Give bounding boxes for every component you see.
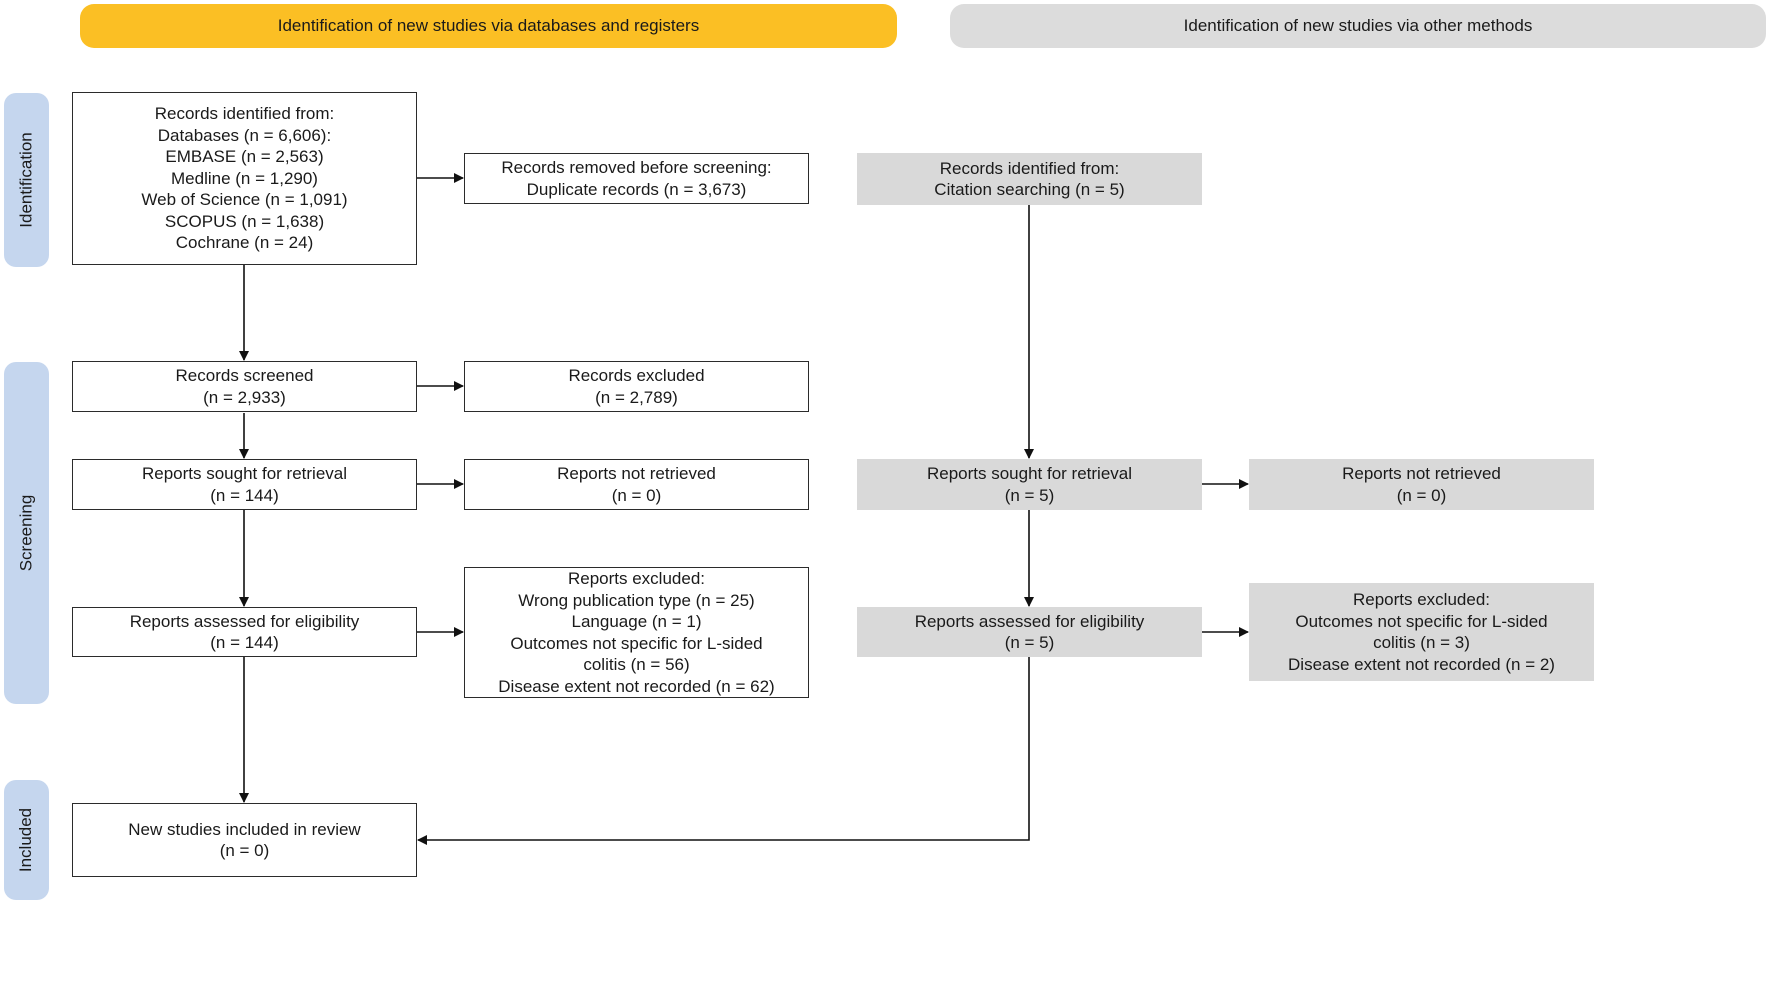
db-records-identified-line: Medline (n = 1,290) xyxy=(171,168,318,188)
db-reports-excluded-line: Language (n = 1) xyxy=(571,612,702,631)
phase-screening: Screening xyxy=(4,362,49,704)
db-records-identified-box: Records identified from: Databases (n = … xyxy=(72,92,417,265)
other-reports-excluded-box: Reports excluded: Outcomes not specific … xyxy=(1249,583,1594,681)
db-reports-not-retrieved-title: Reports not retrieved xyxy=(557,464,716,483)
db-reports-excluded-line: colitis (n = 56) xyxy=(583,655,690,674)
other-reports-not-retrieved-line: (n = 0) xyxy=(1396,485,1447,505)
other-reports-excluded-title: Reports excluded: xyxy=(1352,590,1491,609)
db-studies-included-line: (n = 0) xyxy=(219,841,270,860)
other-reports-not-retrieved-title: Reports not retrieved xyxy=(1342,464,1501,483)
db-reports-assessed-box: Reports assessed for eligibility (n = 14… xyxy=(72,607,417,657)
db-records-identified-line: EMBASE (n = 2,563) xyxy=(165,147,324,167)
db-reports-sought-title: Reports sought for retrieval xyxy=(141,464,348,483)
db-reports-sought-line: (n = 144) xyxy=(210,485,279,505)
db-records-identified-title: Records identified from: xyxy=(154,104,335,124)
other-reports-not-retrieved-box: Reports not retrieved (n = 0) xyxy=(1249,459,1594,510)
other-records-identified-box: Records identified from: Citation search… xyxy=(857,153,1202,205)
db-records-removed-title: Records removed before screening: xyxy=(501,158,772,177)
db-reports-excluded-line: Disease extent not recorded (n = 62) xyxy=(498,676,775,696)
db-reports-excluded-title: Reports excluded: xyxy=(567,569,706,588)
db-reports-not-retrieved-box: Reports not retrieved (n = 0) xyxy=(464,459,809,510)
db-records-screened-line: (n = 2,933) xyxy=(203,387,286,407)
db-records-identified-line: SCOPUS (n = 1,638) xyxy=(164,211,325,231)
header-other-label: Identification of new studies via other … xyxy=(1183,16,1533,35)
arrow-other-assessed-to-included xyxy=(417,656,1030,845)
phase-included: Included xyxy=(4,780,49,900)
other-reports-assessed-box: Reports assessed for eligibility (n = 5) xyxy=(857,607,1202,657)
db-reports-excluded-line: Wrong publication type (n = 25) xyxy=(518,590,755,610)
header-databases-label: Identification of new studies via databa… xyxy=(277,16,700,35)
db-records-screened-box: Records screened (n = 2,933) xyxy=(72,361,417,412)
db-records-screened-title: Records screened xyxy=(175,366,314,385)
other-reports-assessed-title: Reports assessed for eligibility xyxy=(914,611,1145,631)
db-records-removed-line: Duplicate records (n = 3,673) xyxy=(526,179,747,199)
db-records-excluded-title: Records excluded xyxy=(568,366,705,385)
db-reports-excluded-line: Outcomes not specific for L-sided xyxy=(510,633,763,653)
db-reports-sought-box: Reports sought for retrieval (n = 144) xyxy=(72,459,417,510)
other-reports-assessed-line: (n = 5) xyxy=(1004,633,1055,652)
other-reports-excluded-line: Outcomes not specific for L-sided xyxy=(1295,611,1548,631)
db-records-excluded-line: (n = 2,789) xyxy=(595,387,678,407)
db-reports-assessed-line: (n = 144) xyxy=(210,633,279,652)
db-studies-included-box: New studies included in review (n = 0) xyxy=(72,803,417,877)
header-other-methods: Identification of new studies via other … xyxy=(950,4,1766,48)
db-reports-excluded-box: Reports excluded: Wrong publication type… xyxy=(464,567,809,698)
other-records-identified-title: Records identified from: xyxy=(939,158,1120,178)
other-reports-sought-title: Reports sought for retrieval xyxy=(926,464,1133,483)
db-records-excluded-box: Records excluded (n = 2,789) xyxy=(464,361,809,412)
db-reports-not-retrieved-line: (n = 0) xyxy=(611,485,662,505)
other-records-identified-line: Citation searching (n = 5) xyxy=(934,180,1125,199)
db-records-identified-line: Cochrane (n = 24) xyxy=(175,233,314,253)
db-records-removed-box: Records removed before screening: Duplic… xyxy=(464,153,809,204)
other-reports-sought-line: (n = 5) xyxy=(1004,485,1055,505)
other-reports-sought-box: Reports sought for retrieval (n = 5) xyxy=(857,459,1202,510)
db-records-identified-line: Web of Science (n = 1,091) xyxy=(141,190,348,210)
db-records-identified-line: Databases (n = 6,606): xyxy=(157,125,332,145)
phase-identification: Identification xyxy=(4,93,49,267)
other-reports-excluded-line: Disease extent not recorded (n = 2) xyxy=(1288,654,1555,674)
db-studies-included-title: New studies included in review xyxy=(128,819,361,839)
db-reports-assessed-title: Reports assessed for eligibility xyxy=(129,611,360,631)
header-databases-registers: Identification of new studies via databa… xyxy=(80,4,897,48)
other-reports-excluded-line: colitis (n = 3) xyxy=(1373,633,1470,652)
